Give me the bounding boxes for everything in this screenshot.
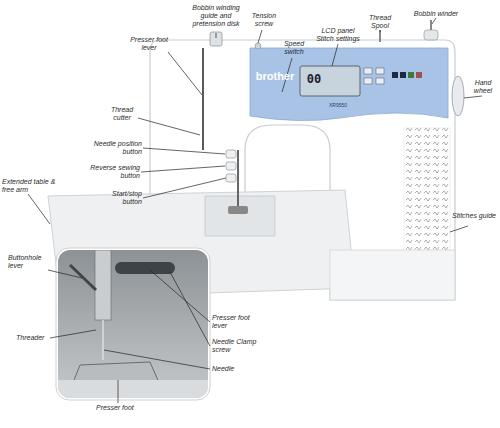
needle-plate — [205, 196, 275, 236]
blue-panel — [250, 48, 448, 121]
tension-screw — [255, 43, 261, 49]
clamp-screw — [115, 262, 175, 274]
spool-pin — [379, 30, 381, 42]
part-label: Bobbin winder — [408, 10, 464, 18]
bobbin-winder — [424, 30, 438, 40]
part-label: Speed switch — [278, 40, 310, 56]
model-number: XR9550 — [318, 102, 358, 108]
needle-bar — [237, 150, 239, 212]
part-label: Extended table & free arm — [2, 178, 62, 194]
photo-background — [58, 250, 208, 398]
leader-line — [138, 118, 200, 135]
leader-line — [170, 272, 210, 346]
presser-foot — [228, 206, 248, 214]
panel-button — [364, 68, 372, 74]
leader-line — [143, 178, 226, 198]
leader-line — [258, 30, 262, 43]
leader-line — [50, 330, 96, 338]
panel-button — [376, 68, 384, 74]
leader-line — [118, 380, 119, 403]
buttonhole-lever — [70, 265, 96, 290]
part-label: Needle — [212, 365, 252, 373]
leader-line — [48, 270, 82, 278]
leader-line — [432, 18, 436, 24]
leader-line — [143, 148, 225, 154]
stitch-chart — [404, 128, 450, 250]
part-label: LCD panel Stitch settings — [314, 27, 362, 43]
part-label: Presser foot — [96, 404, 152, 412]
leader-line — [28, 194, 50, 224]
brand-logo: brother — [250, 70, 300, 82]
needle-plate — [58, 380, 208, 398]
part-label: Tension screw — [248, 12, 280, 28]
reverse-button — [226, 162, 236, 170]
needle — [102, 320, 104, 360]
leader-line — [450, 226, 468, 232]
inset-photo — [58, 250, 208, 398]
leader-line — [141, 166, 225, 172]
panel-button — [392, 72, 398, 78]
machine-base — [330, 250, 455, 300]
part-label: Hand wheel — [468, 79, 498, 95]
panel-button — [364, 78, 372, 84]
leader-line — [332, 44, 338, 66]
needle-bar — [95, 250, 111, 320]
leader-lines — [28, 18, 482, 403]
bobbin-pin — [430, 20, 432, 30]
part-label: Needle position button — [78, 140, 142, 156]
leader-line — [168, 52, 202, 95]
start-stop-button — [226, 174, 236, 182]
panel-button — [416, 72, 422, 78]
panel-button — [408, 72, 414, 78]
leader-line — [216, 33, 217, 38]
part-label: Bobbin winding guide and pretension disk — [192, 4, 240, 28]
leader-line — [104, 350, 210, 369]
inset-frame — [56, 248, 210, 400]
part-label: Threader — [16, 334, 56, 342]
thread-lever — [202, 48, 204, 150]
part-label: Thread Spool — [364, 14, 396, 30]
part-label: Thread cutter — [106, 106, 138, 122]
part-label: Needle Clamp screw — [212, 338, 266, 354]
needle-position-button — [226, 150, 236, 158]
lcd-panel — [300, 66, 360, 96]
leader-line — [464, 96, 482, 98]
part-label: Reverse sewing button — [74, 164, 140, 180]
part-label: Stitches guide — [452, 212, 496, 220]
thread-guide — [210, 32, 222, 46]
leader-line — [150, 270, 210, 322]
panel-button — [400, 72, 406, 78]
part-label: Start/stop button — [94, 190, 142, 206]
lcd-readout: 00 — [302, 72, 326, 86]
part-label: Presser foot lever — [212, 314, 266, 330]
part-label: Presser foot lever — [128, 36, 170, 52]
panel-button — [376, 78, 384, 84]
leader-line — [380, 30, 381, 32]
hand-wheel — [452, 76, 464, 116]
part-label: Buttonhole lever — [8, 254, 48, 270]
